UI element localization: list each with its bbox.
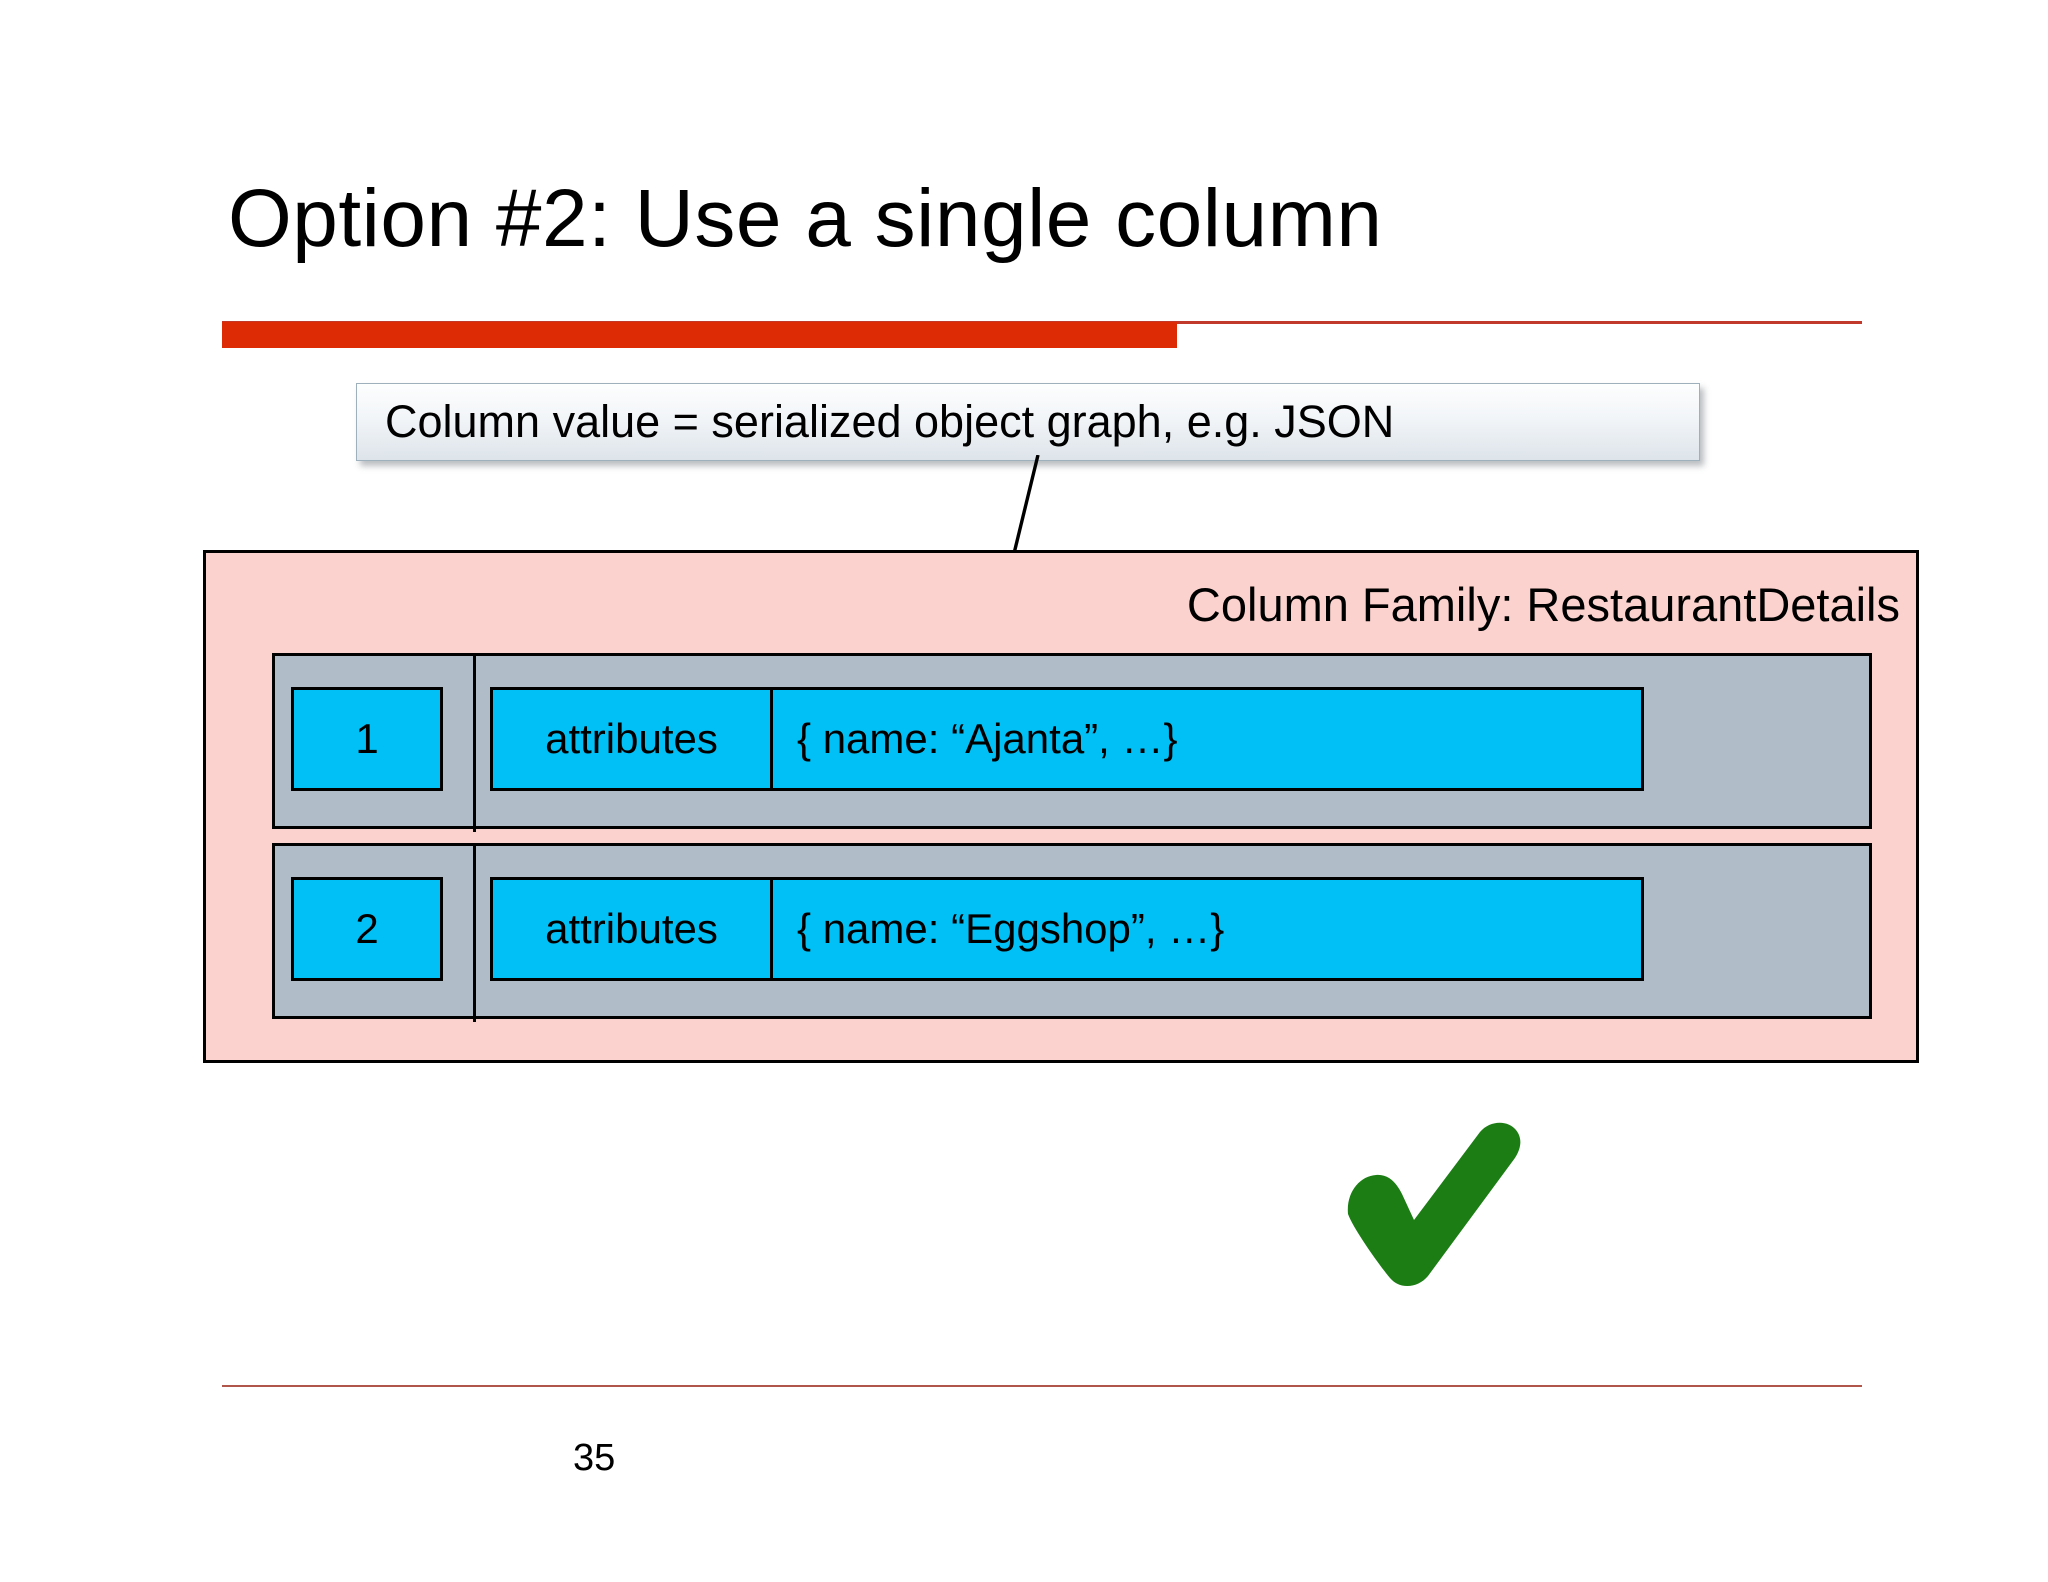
page-title: Option #2: Use a single column: [228, 173, 1383, 264]
page-number: 35: [573, 1437, 616, 1479]
attribute-name-cell: attributes: [493, 690, 773, 788]
attribute-value-cell: { name: “Eggshop”, …}: [797, 905, 1225, 952]
row-divider: [473, 656, 476, 832]
callout-box: Column value = serialized object graph, …: [356, 383, 1700, 461]
attribute-block: attributes { name: “Eggshop”, …}: [490, 877, 1644, 981]
table-row: 2 attributes { name: “Eggshop”, …}: [272, 843, 1872, 1022]
attribute-name-cell: attributes: [493, 880, 773, 978]
column-family-panel: Column Family: RestaurantDetails 1 attri…: [203, 550, 1919, 1063]
callout-text: Column value = serialized object graph, …: [385, 396, 1395, 447]
attribute-value-cell: { name: “Ajanta”, …}: [797, 715, 1178, 762]
attribute-block: attributes { name: “Ajanta”, …}: [490, 687, 1644, 791]
check-mark-icon: [1347, 1122, 1521, 1287]
row-key-cell: 2: [291, 877, 443, 981]
footer-rule: [222, 1385, 1862, 1387]
title-accent-bar: [222, 322, 1177, 348]
row-divider: [473, 846, 476, 1022]
column-family-label: Column Family: RestaurantDetails: [1186, 578, 1900, 631]
row-key-cell: 1: [291, 687, 443, 791]
table-row: 1 attributes { name: “Ajanta”, …}: [272, 653, 1872, 832]
